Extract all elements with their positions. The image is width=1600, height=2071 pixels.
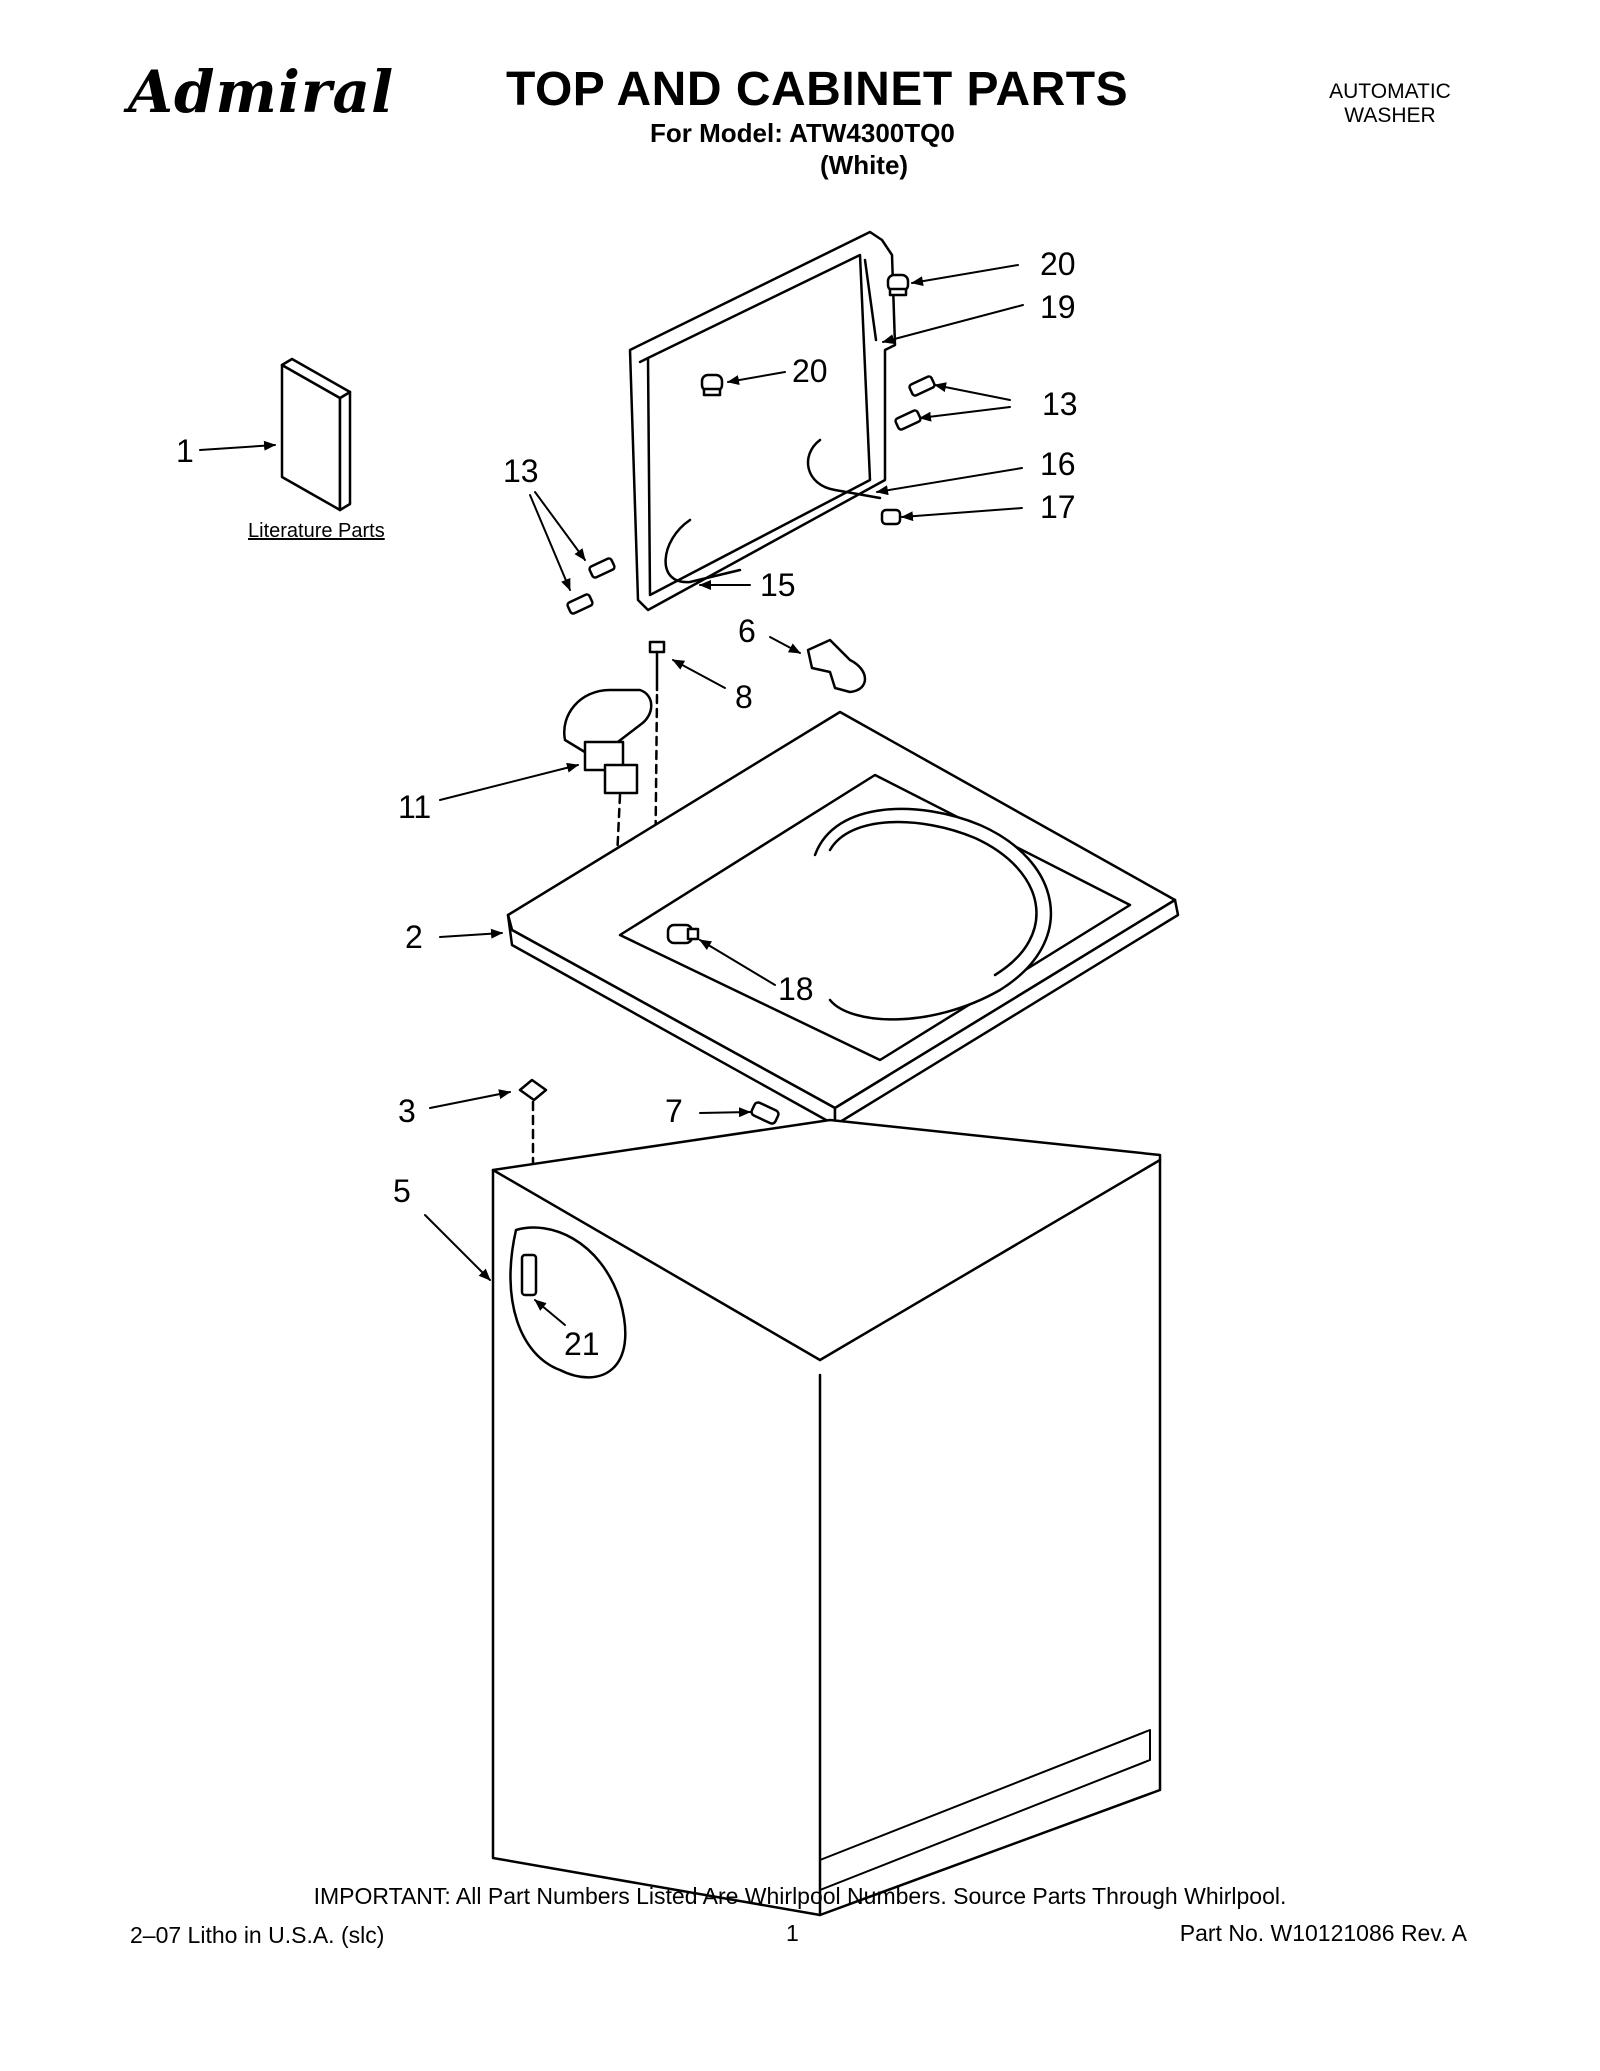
callout-label: 17 bbox=[1040, 489, 1076, 525]
lid-bumper bbox=[700, 373, 724, 397]
callout-label: 19 bbox=[1040, 289, 1076, 325]
page-title: TOP AND CABINET PARTS bbox=[506, 63, 1129, 116]
callout-leaders bbox=[199, 264, 1024, 1326]
page-number: 1 bbox=[786, 1920, 799, 1946]
top-screw bbox=[750, 1101, 780, 1125]
part-number: Part No. W10121086 Rev. A bbox=[1179, 1920, 1467, 1946]
callout-label: 2 bbox=[405, 919, 423, 955]
hinge-rod bbox=[664, 518, 742, 584]
footer-notice: IMPORTANT: All Part Numbers Listed Are W… bbox=[313, 1883, 1287, 1909]
callout-label: 7 bbox=[665, 1093, 683, 1129]
callout-label: 6 bbox=[738, 613, 756, 649]
callout-label: 20 bbox=[792, 353, 828, 389]
callout-label: 11 bbox=[398, 789, 431, 825]
callout-label: 5 bbox=[393, 1173, 411, 1209]
hinge-bushing bbox=[880, 508, 902, 526]
callout-labels: 20 19 20 13 1 13 16 17 15 6 8 11 2 18 3 … bbox=[176, 246, 1078, 1362]
model-line: For Model: ATW4300TQ0 bbox=[650, 118, 955, 148]
appliance-type-line1: AUTOMATIC bbox=[1329, 80, 1451, 103]
callout-label: 16 bbox=[1040, 446, 1076, 482]
callout-label: 3 bbox=[398, 1093, 416, 1129]
lid-bumper bbox=[886, 273, 910, 297]
switch-screw bbox=[648, 640, 666, 692]
print-info: 2–07 Litho in U.S.A. (slc) bbox=[130, 1922, 385, 1948]
brand-logo: Admiral bbox=[128, 58, 395, 126]
appliance-type: AUTOMATIC WASHER bbox=[1300, 80, 1480, 128]
lid-frame bbox=[628, 230, 897, 612]
hinge-screw bbox=[566, 375, 936, 615]
cabinet-screw bbox=[520, 1253, 538, 1297]
callout-label: 13 bbox=[503, 453, 539, 489]
callout-label: 8 bbox=[735, 679, 753, 715]
callout-label: 13 bbox=[1042, 386, 1078, 422]
callout-label: 15 bbox=[760, 567, 796, 603]
callout-label: 1 bbox=[176, 433, 194, 469]
hinge-rod bbox=[806, 438, 882, 500]
appliance-type-line2: WASHER bbox=[1344, 104, 1436, 127]
literature-booklet bbox=[280, 357, 352, 512]
callout-label: 18 bbox=[778, 971, 814, 1007]
literature-label: Literature Parts bbox=[248, 520, 385, 542]
top-panel bbox=[506, 710, 1180, 1127]
snubber bbox=[666, 923, 700, 945]
cabinet bbox=[491, 1118, 1162, 1917]
color-line: (White) bbox=[820, 150, 909, 180]
callout-label: 21 bbox=[564, 1326, 600, 1362]
cable-clip bbox=[806, 638, 867, 694]
callout-label: 20 bbox=[1040, 246, 1076, 282]
